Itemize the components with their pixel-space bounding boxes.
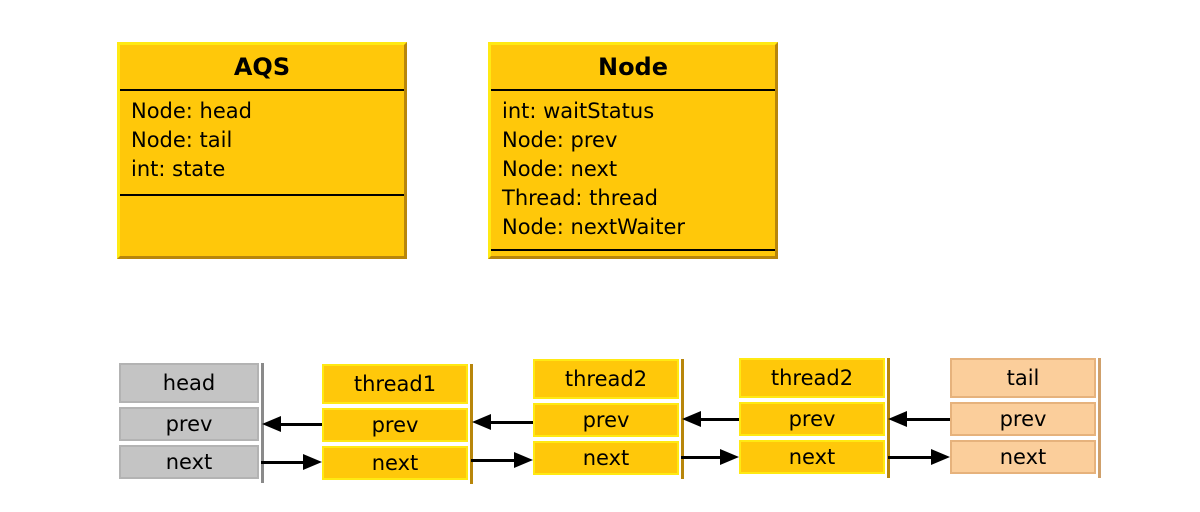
class-title-node: Node — [491, 45, 775, 91]
list-node-thread2-b: thread2 prev next — [739, 358, 890, 478]
arrow-shaft — [281, 422, 322, 426]
node-shadow — [1098, 358, 1101, 478]
node-next-cell: next — [739, 440, 885, 474]
node-next-cell: next — [950, 440, 1096, 474]
prev-arrow-thread1-to-head — [262, 415, 322, 433]
class-field: Node: head — [131, 99, 252, 123]
arrow-shaft — [491, 420, 533, 424]
list-node-head: head prev next — [119, 363, 264, 483]
arrowhead-right-icon — [931, 449, 950, 465]
class-fields-aqs: Node: head Node: tail int: state — [120, 91, 404, 196]
class-field: Node: tail — [131, 128, 233, 152]
node-title-cell: thread2 — [533, 359, 679, 399]
list-node-tail: tail prev next — [950, 358, 1101, 478]
class-empty-section — [491, 251, 775, 256]
next-arrow-thread1-to-thread2a — [471, 451, 533, 469]
arrow-shaft — [907, 417, 950, 421]
next-arrow-thread2b-to-tail — [888, 448, 950, 466]
class-empty-section — [120, 196, 404, 256]
arrow-shaft — [681, 455, 720, 459]
arrow-shaft — [701, 417, 739, 421]
next-arrow-head-to-thread1 — [261, 453, 322, 471]
node-title-cell: tail — [950, 358, 1096, 398]
arrowhead-left-icon — [472, 414, 491, 430]
arrowhead-left-icon — [682, 411, 701, 427]
class-field: Node: nextWaiter — [502, 215, 685, 239]
next-arrow-thread2a-to-thread2b — [681, 448, 739, 466]
class-field: Thread: thread — [502, 186, 659, 210]
arrowhead-left-icon — [888, 411, 907, 427]
node-title-cell: thread2 — [739, 358, 885, 398]
arrowhead-left-icon — [262, 416, 281, 432]
node-next-cell: next — [533, 441, 679, 475]
prev-arrow-thread2b-to-thread2a — [682, 410, 739, 428]
class-box-node: Node int: waitStatus Node: prev Node: ne… — [488, 42, 778, 259]
class-field: Node: prev — [502, 128, 618, 152]
prev-arrow-thread2a-to-thread1 — [472, 413, 533, 431]
list-node-thread1: thread1 prev next — [322, 364, 473, 484]
node-shadow — [470, 364, 473, 484]
node-title-cell: head — [119, 363, 259, 403]
node-prev-cell: prev — [119, 407, 259, 441]
class-box-aqs: AQS Node: head Node: tail int: state — [117, 42, 407, 259]
node-prev-cell: prev — [533, 403, 679, 437]
class-field: Node: next — [502, 157, 618, 181]
list-node-thread2-a: thread2 prev next — [533, 359, 684, 479]
node-next-cell: next — [322, 446, 468, 480]
node-prev-cell: prev — [739, 402, 885, 436]
arrowhead-right-icon — [514, 452, 533, 468]
node-prev-cell: prev — [322, 408, 468, 442]
arrow-shaft — [261, 460, 303, 464]
arrowhead-right-icon — [720, 449, 739, 465]
arrow-shaft — [888, 455, 931, 459]
node-next-cell: next — [119, 445, 259, 479]
prev-arrow-tail-to-thread2b — [888, 410, 950, 428]
class-field: int: waitStatus — [502, 99, 655, 123]
arrowhead-right-icon — [303, 454, 322, 470]
class-fields-node: int: waitStatus Node: prev Node: next Th… — [491, 91, 775, 251]
class-title-aqs: AQS — [120, 45, 404, 91]
node-title-cell: thread1 — [322, 364, 468, 404]
node-prev-cell: prev — [950, 402, 1096, 436]
class-field: int: state — [131, 157, 226, 181]
arrow-shaft — [471, 458, 514, 462]
